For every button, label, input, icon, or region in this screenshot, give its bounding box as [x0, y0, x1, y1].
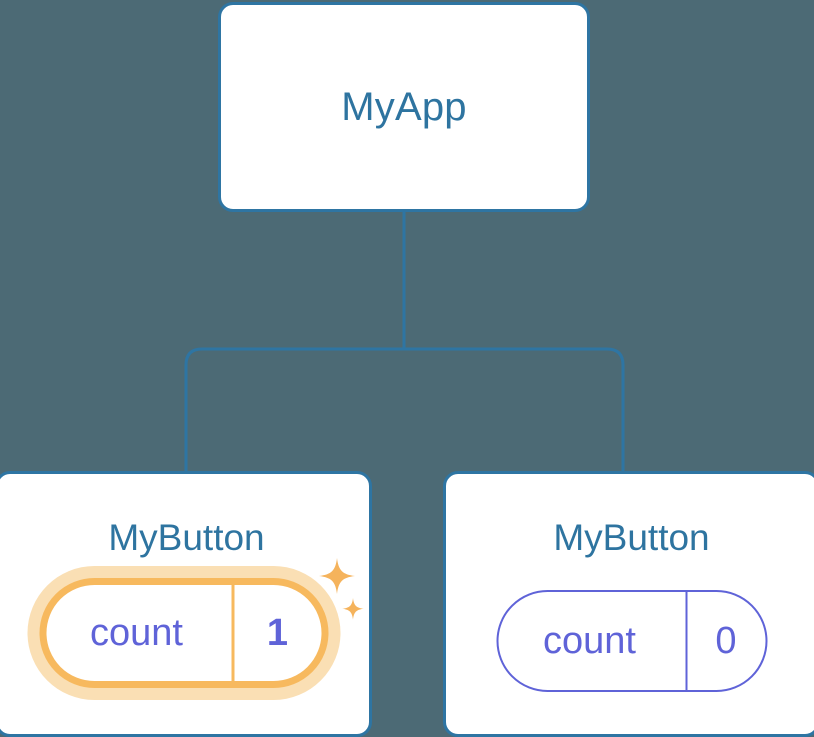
node-myapp[interactable]: MyApp	[218, 2, 590, 212]
node-myapp-label: MyApp	[341, 85, 467, 129]
node-mybutton-0-label: MyButton	[108, 517, 265, 558]
state-pill-1-frame: count 0	[496, 590, 767, 692]
state-pill-1-value: 0	[685, 592, 765, 690]
state-pill-0-frame: count 1	[39, 578, 328, 688]
connector-branch-left	[184, 347, 404, 471]
state-pill-1[interactable]: count 0	[496, 590, 767, 692]
connector-branch-right	[404, 347, 625, 471]
node-mybutton-1-body: MyButton count 0	[446, 474, 814, 734]
state-pill-0[interactable]: count 1	[27, 566, 340, 700]
node-mybutton-1[interactable]: MyButton count 0	[443, 471, 814, 737]
state-pill-0-key: count	[90, 612, 183, 654]
node-mybutton-0[interactable]: MyButton count 1	[0, 471, 372, 737]
state-pill-1-key: count	[543, 620, 636, 662]
node-mybutton-1-label: MyButton	[553, 517, 710, 558]
node-mybutton-0-body: MyButton count 1	[0, 474, 369, 734]
state-pill-0-value: 1	[231, 585, 321, 681]
